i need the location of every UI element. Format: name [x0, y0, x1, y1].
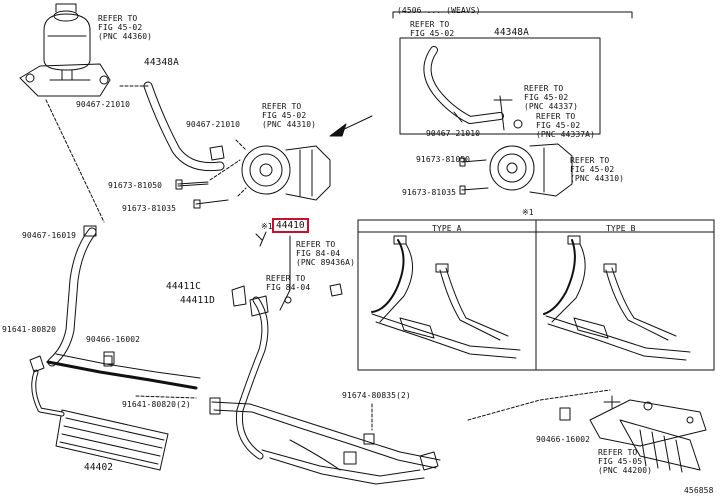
- type-b-hose-assembly: [543, 235, 691, 361]
- power-steering-pump-left: [235, 139, 331, 201]
- type-box: [357, 219, 715, 371]
- ref-pnc-44360: REFER TO FIG 45-02 (PNC 44360): [98, 14, 153, 41]
- return-line-left: [47, 225, 97, 367]
- part-90466-16002-a: 90466-16002: [86, 335, 141, 344]
- part-90466-16002-b: 90466-16002: [536, 435, 591, 444]
- ref-pnc-89436a: REFER TO FIG 84-04 (PNC 89436A): [296, 240, 355, 267]
- ref-fig-84-04: REFER TO FIG 84-04: [266, 274, 311, 292]
- hose-44348a-right: [423, 46, 523, 131]
- ref-pnc-44337: REFER TO FIG 45-02 (PNC 44337): [524, 84, 579, 111]
- part-90467-16019: 90467-16019: [22, 231, 77, 240]
- part-91641-80820: 91641-80820: [2, 325, 57, 334]
- part-91673-81035-right: 91673-81035: [402, 188, 457, 197]
- part-90467-21010-a: 90467-21010: [76, 100, 131, 109]
- detail-box-top-right: [399, 37, 601, 135]
- part-44348a-left: 44348A: [144, 57, 179, 68]
- part-44411d: 44411D: [180, 295, 215, 306]
- ref-fig-45-02-top: REFER TO FIG 45-02: [410, 20, 455, 38]
- header-label: (4506 ... (WEAVS): [397, 6, 481, 15]
- type-a-label: TYPE A: [432, 224, 462, 233]
- figure-id: 456858: [684, 486, 714, 495]
- part-91641-80820-2: 91641-80820(2): [122, 400, 191, 409]
- note-mark: ※1: [522, 208, 534, 217]
- part-91674-80835: 91674-80835(2): [342, 391, 411, 400]
- dashed-leaders: [45, 85, 611, 431]
- ref-pnc-44310-left: REFER TO FIG 45-02 (PNC 44310): [262, 102, 317, 129]
- bolts-left: [175, 179, 229, 209]
- bracket-frame-top-right: [392, 11, 633, 19]
- part-91673-81050-right: 91673-81050: [416, 155, 471, 164]
- power-steering-pump-right: [489, 143, 573, 197]
- main-pipe-bundle: [209, 397, 441, 485]
- part-91673-81035-left: 91673-81035: [122, 204, 177, 213]
- type-a-hose-assembly: [371, 235, 521, 359]
- type-b-label: TYPE B: [606, 224, 636, 233]
- part-44348a-right: 44348A: [494, 27, 529, 38]
- reservoir-bracket: [19, 63, 111, 97]
- part-44411c: 44411C: [166, 281, 201, 292]
- part-91673-81050-left: 91673-81050: [108, 181, 163, 190]
- grommet-left: [103, 351, 115, 365]
- ref-pnc-44337a: REFER TO FIG 45-02 (PNC 44337A): [536, 112, 595, 139]
- oil-cooler: [29, 355, 169, 471]
- hose-44348a-left: [143, 81, 225, 172]
- ref-pnc-44200: REFER TO FIG 45-05 (PNC 44200): [598, 448, 653, 475]
- reservoir-tank: [43, 3, 91, 81]
- direction-arrow: [329, 115, 373, 137]
- grommet-right: [559, 407, 571, 421]
- steering-gear: [589, 395, 707, 473]
- note-mark-box: ※1: [261, 222, 273, 231]
- part-44410-highlighted[interactable]: 44410: [272, 218, 309, 233]
- pipe-run-left: [46, 353, 201, 390]
- part-90467-21010-b: 90467-21010: [186, 120, 241, 129]
- pressure-hose-44410: [231, 231, 343, 460]
- part-90467-21010-c: 90467-21010: [426, 129, 481, 138]
- ref-pnc-44310-right: REFER TO FIG 45-02 (PNC 44310): [570, 156, 625, 183]
- bolts-right: [459, 157, 489, 195]
- part-44402: 44402: [84, 462, 114, 473]
